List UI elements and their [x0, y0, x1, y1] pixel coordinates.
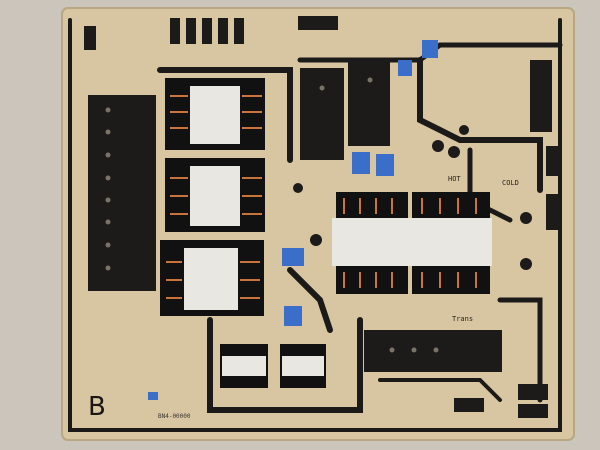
- main-transformers: [332, 192, 492, 294]
- left-heatsink: [88, 95, 156, 291]
- top-connectors: [84, 16, 560, 230]
- transformer-stack-left: [160, 78, 265, 316]
- blue-capacitors: [148, 40, 438, 400]
- bottom-right-heatsink: [364, 330, 502, 372]
- electrolytic-capacitors: [293, 125, 532, 270]
- silkscreen-hot-label: HOT: [448, 175, 461, 183]
- bottom-right-connectors: [454, 384, 548, 418]
- top-heatsinks: [300, 60, 390, 160]
- silkscreen-cold-label: COLD: [502, 179, 519, 187]
- bottom-code-label: BN4-00000: [158, 413, 191, 420]
- bottom-transformers: [220, 344, 326, 388]
- board-revision-letter: B: [88, 392, 106, 422]
- ground-traces: [68, 18, 563, 432]
- right-code-label: Trans: [452, 315, 474, 323]
